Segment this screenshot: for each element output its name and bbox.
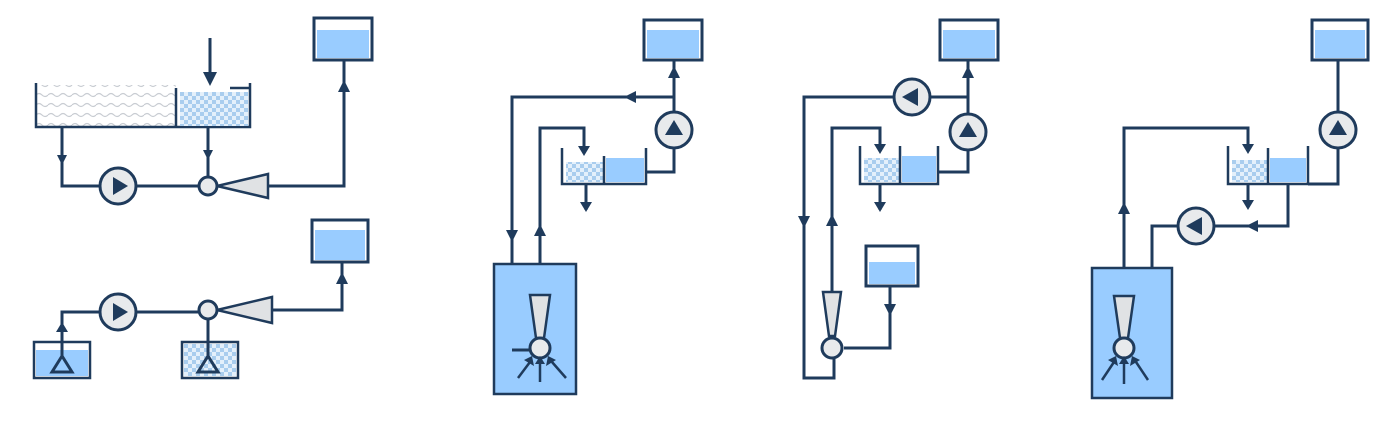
centrifugal-pump-icon [892,77,932,117]
settling-tank [1226,146,1310,186]
scheme-5 [1090,18,1370,400]
well-icon [1090,266,1174,400]
scheme-2 [32,218,370,380]
jet-ejector-icon [197,172,270,200]
centrifugal-pump-icon [948,112,988,152]
settling-tank [858,146,940,186]
scheme-1 [34,16,374,206]
centrifugal-pump-icon [98,292,138,332]
centrifugal-pump-icon [1318,110,1358,150]
jet-ejector-icon [821,290,843,338]
centrifugal-pump-icon [654,110,694,150]
water-tank-icon [642,18,704,62]
water-tank-icon [938,18,1000,62]
water-tank-icon [180,340,240,380]
jet-ejector-icon [197,295,274,325]
water-tank-icon [1310,18,1370,62]
foam-compartment [180,92,248,126]
scheme-4 [798,18,1000,380]
scheme-3 [492,18,704,396]
open-basin-icon [36,85,176,127]
settling-tank [560,148,648,186]
water-tank-icon [312,16,374,62]
water-tank-icon [32,340,92,380]
water-tank-icon [864,244,920,288]
centrifugal-pump-icon [1176,206,1216,246]
centrifugal-pump-icon [98,166,138,206]
inflow-arrow-icon [203,72,217,86]
water-tank-icon [310,218,370,264]
